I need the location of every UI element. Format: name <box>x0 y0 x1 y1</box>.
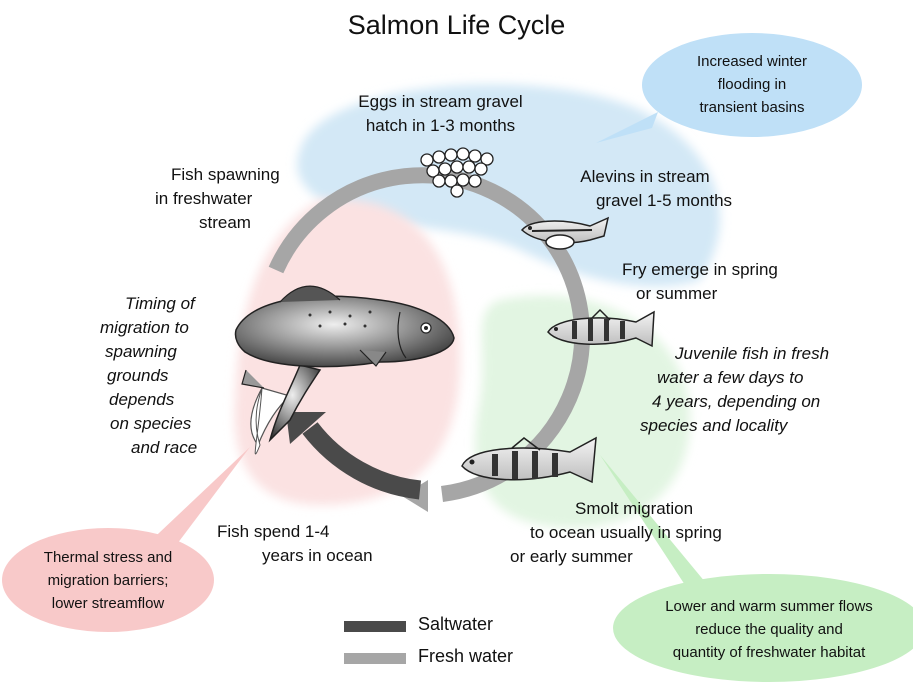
spawning-line-2: in freshwater <box>155 187 280 211</box>
timing-label: Timing of migration to spawning grounds … <box>95 292 197 460</box>
juvenile-line-3: 4 years, depending on <box>640 390 829 414</box>
legend-freshwater-label: Fresh water <box>418 646 513 667</box>
timing-line-3: spawning <box>95 340 197 364</box>
timing-line-6: on species <box>95 412 197 436</box>
eggs-label: Eggs in stream gravel hatch in 1-3 month… <box>323 90 558 138</box>
smolt-line-3: or early summer <box>510 545 722 569</box>
timing-line-1: Timing of <box>95 292 197 316</box>
spawning-label: Fish spawning in freshwater stream <box>155 163 280 235</box>
summer-flows-line-2: reduce the quality and <box>619 618 913 641</box>
legend-freshwater-swatch <box>344 653 406 664</box>
ocean-label: Fish spend 1-4 years in ocean <box>217 520 373 568</box>
flooding-line-1: Increased winter <box>652 50 852 73</box>
eggs-line-1: Eggs in stream gravel <box>323 90 558 114</box>
thermal-line-2: migration barriers; <box>8 569 208 592</box>
flooding-line-3: transient basins <box>652 96 852 119</box>
fry-label: Fry emerge in spring or summer <box>622 258 778 306</box>
timing-line-2: migration to <box>95 316 197 340</box>
diagram-title: Salmon Life Cycle <box>0 10 913 41</box>
flooding-line-2: flooding in <box>652 73 852 96</box>
thermal-line-3: lower streamflow <box>8 592 208 615</box>
ocean-line-1: Fish spend 1-4 <box>217 520 373 544</box>
legend-saltwater-label: Saltwater <box>418 614 493 635</box>
fry-line-1: Fry emerge in spring <box>622 258 778 282</box>
timing-line-7: and race <box>95 436 197 460</box>
thermal-impact-text: Thermal stress and migration barriers; l… <box>8 546 208 615</box>
ocean-line-2: years in ocean <box>217 544 373 568</box>
fry-line-2: or summer <box>622 282 778 306</box>
juvenile-line-2: water a few days to <box>640 366 829 390</box>
flooding-impact-text: Increased winter flooding in transient b… <box>652 50 852 119</box>
juvenile-line-4: species and locality <box>640 414 829 438</box>
spawning-line-3: stream <box>155 211 280 235</box>
smolt-line-2: to ocean usually in spring <box>510 521 722 545</box>
spawning-line-1: Fish spawning <box>155 163 280 187</box>
timing-line-4: grounds <box>95 364 197 388</box>
alevins-label: Alevins in stream gravel 1-5 months <box>550 165 740 213</box>
summer-flows-line-1: Lower and warm summer flows <box>619 595 913 618</box>
smolt-label: Smolt migration to ocean usually in spri… <box>510 497 722 569</box>
legend-saltwater-swatch <box>344 621 406 632</box>
juvenile-label: Juvenile fish in fresh water a few days … <box>640 342 829 438</box>
thermal-line-1: Thermal stress and <box>8 546 208 569</box>
juvenile-line-1: Juvenile fish in fresh <box>640 342 829 366</box>
timing-line-5: depends <box>95 388 197 412</box>
alevins-line-2: gravel 1-5 months <box>550 189 740 213</box>
eggs-line-2: hatch in 1-3 months <box>323 114 558 138</box>
summer-flows-line-3: quantity of freshwater habitat <box>619 641 913 664</box>
summer-flows-impact-text: Lower and warm summer flows reduce the q… <box>619 595 913 664</box>
smolt-line-1: Smolt migration <box>510 497 722 521</box>
alevins-line-1: Alevins in stream <box>550 165 740 189</box>
